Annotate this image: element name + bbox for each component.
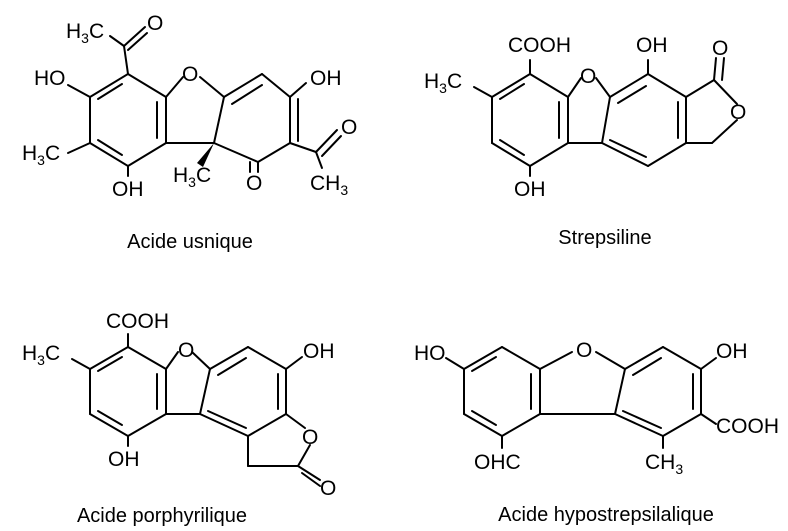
hypostrepsilalic-carboxyl: COOH: [716, 415, 779, 438]
usnic-acid-labels: H3C O HO OH H3C O OH H3C O O CH3: [22, 12, 357, 201]
strepsiline-hydroxyl-top: OH: [636, 34, 668, 57]
molecule-usnic-acid: H3C O HO OH H3C O OH H3C O O CH3 Acide u…: [22, 12, 357, 253]
hypostrepsilalic-acid-labels: HO O OH COOH OHC CH3: [414, 339, 779, 477]
strepsiline-methyl: H3C: [424, 70, 462, 96]
strepsiline-lactone-carbonyl-oxygen: O: [712, 37, 728, 60]
porphyrilic-hydroxyl-bottom: OH: [108, 448, 140, 471]
hypostrepsilalic-methyl: CH3: [645, 451, 683, 477]
porphyrilic-lactone-ring-oxygen: O: [302, 426, 318, 449]
usnic-methyl-center: H3C: [173, 164, 211, 190]
hypostrepsilalic-ring-oxygen: O: [576, 339, 592, 362]
usnic-hydroxyl-right: OH: [310, 67, 342, 90]
strepsiline-ring-oxygen: O: [580, 65, 596, 88]
porphyrilic-acid-labels: COOH H3C O OH O OH O: [22, 310, 336, 500]
porphyrilic-acid-bonds: [71, 333, 321, 487]
strepsiline-hydroxyl-bottom: OH: [514, 178, 546, 201]
porphyrilic-lactone-carbonyl-oxygen: O: [320, 477, 336, 500]
usnic-acetyl-oxygen: O: [147, 12, 163, 35]
usnic-acid-bonds: [67, 26, 342, 177]
caption-strepsiline: Strepsiline: [558, 227, 651, 249]
porphyrilic-ring-oxygen: O: [178, 339, 194, 362]
porphyrilic-methyl: H3C: [22, 342, 60, 368]
usnic-acetyl-right-ch3: CH3: [310, 172, 348, 198]
porphyrilic-carboxyl: COOH: [106, 310, 169, 333]
usnic-ring-oxygen: O: [182, 63, 198, 86]
usnic-ketone-oxygen: O: [246, 172, 262, 195]
molecule-porphyrilic-acid: COOH H3C O OH O OH O Acide porphyrilique: [22, 310, 336, 527]
molecule-hypostrepsilalic-acid: HO O OH COOH OHC CH3 Acide hypostrepsila…: [414, 339, 779, 526]
strepsiline-bonds: [473, 57, 738, 177]
hypostrepsilalic-hydroxyl-right: OH: [716, 340, 748, 363]
usnic-acetyl-ch3: H3C: [66, 20, 104, 46]
porphyrilic-hydroxyl-right: OH: [303, 340, 335, 363]
usnic-hydroxyl-bottom: OH: [112, 178, 144, 201]
usnic-acetyl-right-oxygen: O: [341, 116, 357, 139]
caption-hypostrepsilalic-acid: Acide hypostrepsilalique: [498, 504, 714, 526]
usnic-methyl-left: H3C: [22, 142, 60, 168]
hypostrepsilalic-formyl: OHC: [474, 451, 521, 474]
usnic-hydroxyl-left: HO: [34, 67, 66, 90]
hypostrepsilalic-hydroxyl-left: HO: [414, 342, 446, 365]
strepsiline-lactone-ring-oxygen: O: [730, 101, 746, 124]
strepsiline-labels: COOH OH O H3C O O OH: [424, 34, 746, 201]
caption-usnic-acid: Acide usnique: [127, 231, 253, 253]
molecule-strepsiline: COOH OH O H3C O O OH Strepsiline: [424, 34, 746, 249]
caption-porphyrilic-acid: Acide porphyrilique: [77, 505, 247, 527]
strepsiline-carboxyl: COOH: [508, 34, 571, 57]
hypostrepsilalic-acid-bonds: [445, 346, 717, 449]
